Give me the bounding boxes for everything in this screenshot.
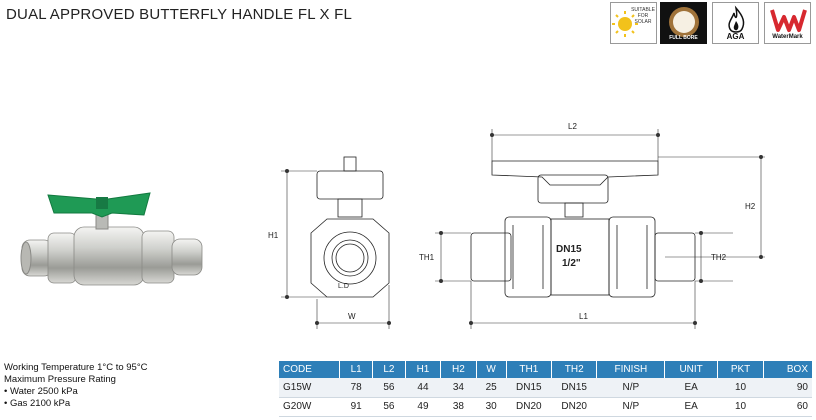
dim-w-label: W xyxy=(348,312,356,321)
max-pressure-heading: Maximum Pressure Rating xyxy=(4,374,116,385)
dim-th2-label: TH2 xyxy=(711,253,727,262)
watermark-label: WaterMark xyxy=(772,34,803,40)
cell-l2: 56 xyxy=(372,397,406,417)
cell-th1: DN15 xyxy=(506,378,552,398)
cell-h2: 38 xyxy=(440,397,477,417)
cell-box: 60 xyxy=(763,397,812,417)
certification-badges: SUITABLE FOR SOLAR FULL BORE AGA WaterMa… xyxy=(610,2,812,44)
dim-th1-label: TH1 xyxy=(419,253,435,262)
aga-label: AGA xyxy=(726,32,745,41)
water-pressure: • Water 2500 kPa xyxy=(4,386,78,397)
cell-code: G15W xyxy=(279,378,340,398)
dim-h2-label: H2 xyxy=(745,202,756,211)
solar-badge: SUITABLE FOR SOLAR xyxy=(610,2,657,44)
cell-unit: EA xyxy=(664,397,718,417)
watermark-w-icon xyxy=(770,9,807,32)
technical-drawing xyxy=(281,129,765,329)
solar-badge-label: SUITABLE FOR SOLAR xyxy=(631,7,655,25)
body-marking-size: DN15 xyxy=(556,244,582,255)
cell-l1: 78 xyxy=(339,378,373,398)
col-h1: H1 xyxy=(405,361,442,378)
col-box: BOX xyxy=(763,361,812,378)
page-title: DUAL APPROVED BUTTERFLY HANDLE FL X FL xyxy=(6,6,353,23)
dim-l1-label: L1 xyxy=(579,312,588,321)
cell-l1: 91 xyxy=(339,397,373,417)
gas-pressure: • Gas 2100 kPa xyxy=(4,398,71,409)
flame-icon xyxy=(728,5,745,33)
table-row: G20W 91 56 49 38 30 DN20 DN20 N/P EA 10 … xyxy=(279,397,812,417)
side-view xyxy=(310,156,390,298)
col-l2: L2 xyxy=(372,361,406,378)
cell-finish: N/P xyxy=(596,397,665,417)
specifications: Working Temperature 1°C to 95°C Maximum … xyxy=(4,362,147,410)
sun-icon xyxy=(612,11,638,37)
product-photo xyxy=(20,192,203,286)
col-finish: FINISH xyxy=(596,361,666,378)
col-pkt: PKT xyxy=(717,361,765,378)
col-code: CODE xyxy=(279,361,341,378)
cell-finish: N/P xyxy=(596,378,665,398)
cell-box: 90 xyxy=(763,378,812,398)
cell-th2: DN15 xyxy=(551,378,597,398)
col-th2: TH2 xyxy=(551,361,598,378)
col-unit: UNIT xyxy=(664,361,718,378)
cell-th2: DN20 xyxy=(551,397,597,417)
dim-h1-label: H1 xyxy=(268,231,279,240)
table-row: G15W 78 56 44 34 25 DN15 DN15 N/P EA 10 … xyxy=(279,378,812,398)
dim-l2-label: L2 xyxy=(568,122,577,131)
col-th1: TH1 xyxy=(506,361,553,378)
cell-h1: 49 xyxy=(405,397,441,417)
cell-pkt: 10 xyxy=(717,378,764,398)
col-w: W xyxy=(476,361,507,378)
working-temperature: Working Temperature 1°C to 95°C xyxy=(4,362,148,373)
product-spec-table: CODE L1 L2 H1 H2 W TH1 TH2 FINISH UNIT P… xyxy=(279,361,812,417)
cell-w: 25 xyxy=(476,378,507,398)
cell-h2: 34 xyxy=(440,378,477,398)
bore-ring-icon xyxy=(669,7,699,37)
cell-th1: DN20 xyxy=(506,397,552,417)
side-marking: L.D xyxy=(338,283,349,290)
cell-l2: 56 xyxy=(372,378,406,398)
full-bore-label: FULL BORE xyxy=(669,35,698,41)
aga-badge: AGA xyxy=(712,2,759,44)
cell-code: G20W xyxy=(279,397,340,417)
cell-h1: 44 xyxy=(405,378,441,398)
cell-w: 30 xyxy=(476,397,507,417)
body-marking-inch: 1/2" xyxy=(562,258,581,269)
full-bore-badge: FULL BORE xyxy=(660,2,707,44)
col-h2: H2 xyxy=(440,361,477,378)
col-l1: L1 xyxy=(339,361,374,378)
cell-unit: EA xyxy=(664,378,718,398)
watermark-badge: WaterMark xyxy=(764,2,811,44)
front-view xyxy=(470,160,696,298)
cell-pkt: 10 xyxy=(717,397,764,417)
table-header-row: CODE L1 L2 H1 H2 W TH1 TH2 FINISH UNIT P… xyxy=(279,361,812,378)
